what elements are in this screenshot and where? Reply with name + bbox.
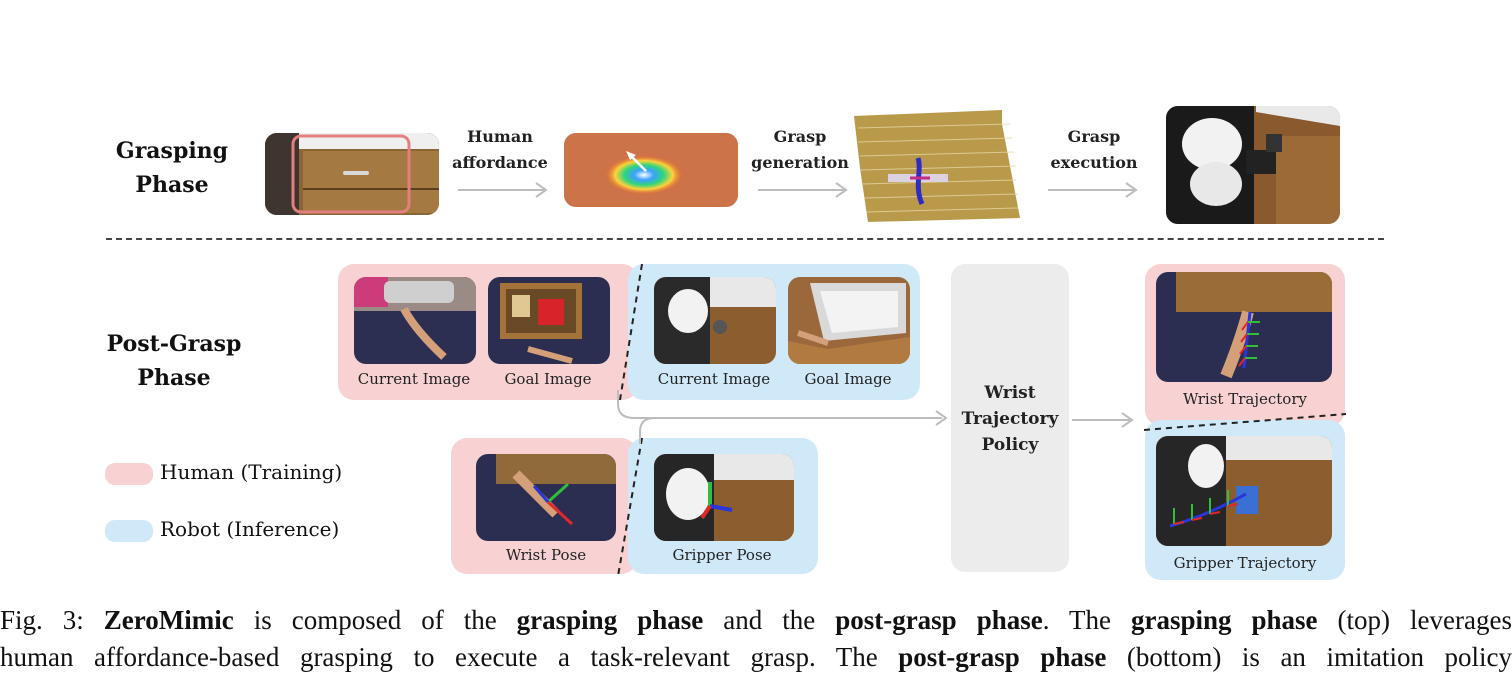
gripper-pose-label: Gripper Pose bbox=[672, 546, 772, 564]
gripper-trajectory-label: Gripper Trajectory bbox=[1173, 554, 1317, 572]
wrist-trajectory-policy-label: Wrist Trajectory Policy bbox=[961, 383, 1059, 455]
gripper-trajectory-image bbox=[1156, 436, 1332, 546]
robot-goal-image bbox=[788, 277, 910, 364]
point-cloud-art bbox=[854, 110, 1020, 222]
drawer-photo bbox=[265, 133, 439, 215]
affordance-heatmap-photo bbox=[564, 133, 738, 207]
wrist-trajectory-image bbox=[1156, 272, 1332, 382]
robot-grasp-photo bbox=[1166, 106, 1340, 224]
robot-goal-image-art bbox=[788, 277, 910, 364]
arrow-right-icon bbox=[1072, 412, 1134, 428]
robot-current-image-label: Current Image bbox=[657, 370, 771, 388]
gripper-trajectory-image-art bbox=[1156, 436, 1332, 546]
robot-current-image-art bbox=[654, 277, 776, 364]
grasping-phase-label: Grasping Phase bbox=[115, 138, 229, 198]
input-merge-arrow bbox=[617, 390, 948, 444]
robot-goal-image-label: Goal Image bbox=[804, 370, 892, 388]
arrow-right-icon bbox=[458, 182, 548, 198]
output-divider bbox=[1143, 413, 1347, 431]
wrist-pose-image-art bbox=[476, 454, 616, 541]
human-current-image-art bbox=[354, 277, 476, 364]
legend-robot-swatch bbox=[105, 520, 153, 542]
human-robot-divider-top bbox=[619, 263, 643, 401]
wrist-pose-label: Wrist Pose bbox=[505, 546, 587, 564]
human-goal-image-art bbox=[488, 277, 610, 364]
legend-robot-label: Robot (Inference) bbox=[160, 517, 340, 541]
human-goal-image-label: Goal Image bbox=[504, 370, 592, 388]
robot-grasp-art bbox=[1166, 106, 1340, 224]
post-grasp-phase-label: Post-Grasp Phase bbox=[106, 331, 242, 391]
caption-line-2: human affordance-based grasping to execu… bbox=[0, 642, 1512, 672]
wrist-trajectory-policy-box bbox=[951, 264, 1069, 572]
human-current-image-label: Current Image bbox=[357, 370, 471, 388]
human-robot-divider-bottom bbox=[617, 437, 643, 577]
figure-caption: Fig. 3: ZeroMimic is composed of the gra… bbox=[0, 602, 1512, 676]
human-affordance-label: Human affordance bbox=[452, 127, 548, 172]
phase-divider bbox=[106, 238, 1384, 240]
grasp-generation-label: Grasp generation bbox=[751, 127, 849, 172]
arrow-right-icon bbox=[1048, 182, 1138, 198]
point-cloud-photo bbox=[852, 108, 1024, 224]
gripper-pose-image bbox=[654, 454, 794, 541]
caption-line-1: Fig. 3: ZeroMimic is composed of the gra… bbox=[0, 605, 1512, 635]
legend-human-swatch bbox=[105, 463, 153, 485]
wrist-trajectory-label: Wrist Trajectory bbox=[1183, 390, 1307, 408]
robot-current-image bbox=[654, 277, 776, 364]
grasp-execution-label: Grasp execution bbox=[1050, 127, 1138, 172]
arrow-right-icon bbox=[758, 182, 848, 198]
drawer-photo-art bbox=[265, 133, 439, 215]
human-goal-image bbox=[488, 277, 610, 364]
wrist-pose-image bbox=[476, 454, 616, 541]
wrist-trajectory-image-art bbox=[1156, 272, 1332, 382]
affordance-heatmap-art bbox=[564, 133, 738, 207]
human-current-image bbox=[354, 277, 476, 364]
gripper-pose-image-art bbox=[654, 454, 794, 541]
legend-human-label: Human (Training) bbox=[160, 460, 343, 484]
